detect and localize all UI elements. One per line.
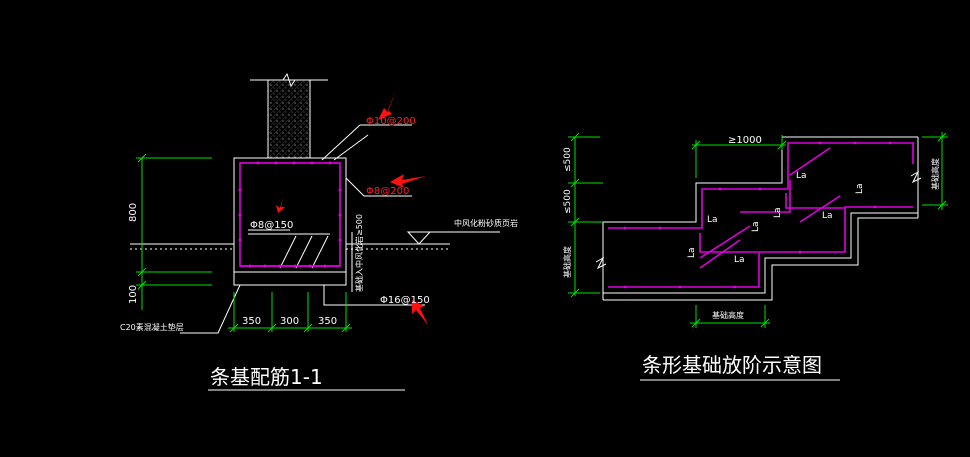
label-rebar-inner: Φ8@150 (250, 220, 293, 231)
rebar-lap-3 (740, 180, 791, 213)
rebar-diag-2 (789, 147, 831, 176)
label-vertical-note: 基础入中风化岩≥500 (354, 214, 364, 292)
stepped-bedding (603, 217, 918, 301)
label-rebar-top: Φ10@200 (366, 116, 416, 127)
rebar-stepped-bottom (608, 206, 913, 288)
rebar-stepped-top (608, 142, 914, 229)
dim-h2: ≤500 (563, 189, 573, 214)
break-line-top (250, 72, 328, 88)
leader-bottom (323, 285, 425, 306)
dim-height: 800 (128, 203, 139, 222)
lap-label-7: La (773, 207, 783, 218)
dim-w2: 300 (280, 316, 299, 327)
lap-label-2: La (734, 255, 745, 265)
wall-stub (267, 79, 311, 159)
lap-label-6: La (751, 221, 761, 232)
left-title: 条基配筋1-1 (210, 365, 323, 389)
label-rebar-side: Φ8@200 (366, 186, 409, 197)
right-dimensions (568, 132, 948, 328)
stepped-profile-bottom (603, 212, 918, 294)
red-arrow-inner (276, 197, 285, 213)
leader-bedding (180, 284, 241, 334)
stepped-footing-diagram: La La La La La La La La ≥1000 ≤500 ≤500 … (562, 132, 948, 381)
rebar-cage (239, 162, 341, 267)
dim-step: ≥1000 (728, 135, 762, 146)
lap-label-5: La (687, 247, 697, 258)
lap-label-8: La (855, 183, 865, 194)
rebar-dots-right (623, 141, 892, 289)
rebar-diag-3 (799, 195, 841, 223)
lap-label-3: La (796, 171, 807, 181)
red-arrow-side (390, 174, 426, 188)
label-bedding: C20素混凝土垫层 (120, 322, 184, 332)
dim-h1: ≤500 (563, 147, 573, 172)
stepped-profile-outer (603, 136, 918, 223)
rebar-lap-2 (785, 193, 844, 209)
rebar-lap-1 (699, 233, 758, 253)
break-right (910, 170, 922, 184)
rebar-dots (238, 161, 342, 268)
label-right-side: 基础高度 (930, 158, 940, 190)
leader-side (345, 177, 412, 197)
label-rebar-bottom: Φ16@150 (380, 295, 430, 306)
rock-hatch (279, 235, 329, 269)
label-ground: 中风化粉砂质页岩 (454, 218, 518, 228)
lap-label-1: La (707, 215, 718, 225)
strip-footing-section: Φ10@200 Φ8@200 Φ8@150 Φ16@150 中风化粉砂质页岩 C… (120, 72, 518, 391)
dim-w3: 350 (318, 316, 337, 327)
break-left (595, 256, 607, 270)
label-left-side: 基础高度 (562, 246, 572, 278)
dim-bedding: 100 (128, 285, 139, 304)
footing-body (233, 157, 347, 273)
dim-w1: 350 (242, 316, 261, 327)
rebar-diag-1 (699, 225, 751, 259)
rebar-diag-4 (699, 239, 741, 269)
bedding-layer (233, 271, 347, 286)
lap-label-4: La (822, 211, 833, 221)
left-dimensions (136, 153, 352, 333)
red-arrow-bottom (412, 300, 428, 325)
red-arrow-top (378, 90, 396, 120)
leader-top-2 (333, 134, 369, 161)
level-marker (406, 231, 432, 245)
label-base-width: 基础高度 (712, 310, 744, 320)
right-title: 条形基础放阶示意图 (642, 353, 822, 377)
leader-top (321, 124, 412, 161)
